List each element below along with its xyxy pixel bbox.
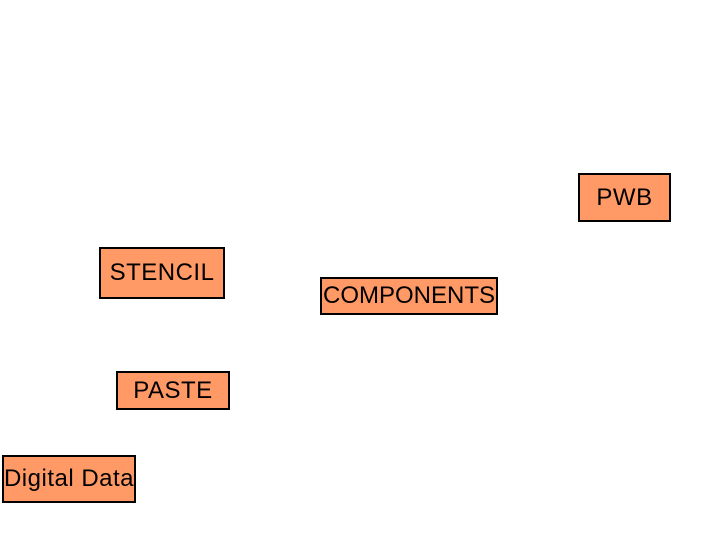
box-stencil: STENCIL [99,247,225,299]
box-components: COMPONENTS [320,277,498,315]
box-digital-data: Digital Data [2,455,136,503]
box-pwb: PWB [578,173,671,222]
box-paste: PASTE [116,371,230,410]
